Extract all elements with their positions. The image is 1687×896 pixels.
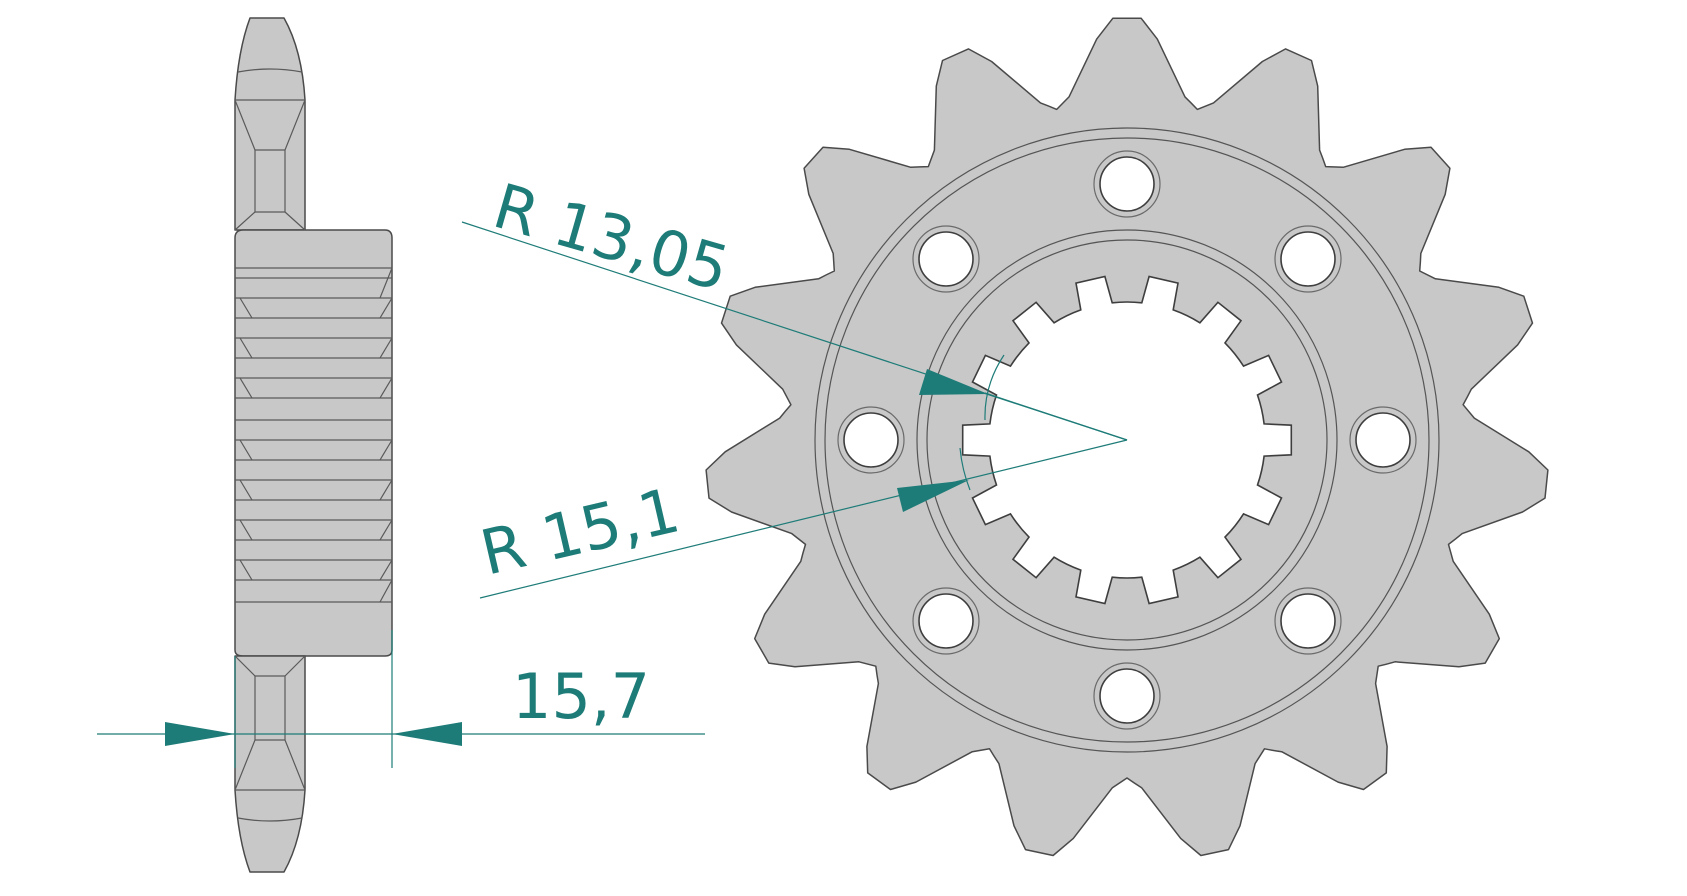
bolt-hole-ring [1274, 225, 1342, 293]
side-view-hub [234, 229, 393, 657]
outer-radius-label: R 15,1 [474, 473, 686, 589]
bolt-hole [1280, 231, 1336, 287]
width-label: 15,7 [512, 660, 650, 733]
bolt-hole [1280, 593, 1336, 649]
bolt-hole [843, 412, 899, 468]
inner-radius-label: R 13,05 [486, 169, 737, 305]
bolt-hole-ring [912, 225, 980, 293]
bolt-hole-ring [1093, 662, 1161, 730]
outer-face-circle [814, 127, 1440, 753]
inner-radius-arc [984, 354, 1005, 421]
bolt-hole [918, 593, 974, 649]
bolt-hole [1355, 412, 1411, 468]
inner-radius-arrow [919, 369, 988, 395]
inner-radius-line [984, 392, 1128, 441]
bolt-hole-ring [1093, 150, 1161, 218]
bolt-hole-ring [912, 587, 980, 655]
bolt-hole-ring [837, 406, 905, 474]
width-dimension: 15,7 [97, 630, 705, 768]
outer-radius-leader [479, 439, 1128, 599]
bolt-hole [1099, 156, 1155, 212]
bolt-hole-ring [1274, 587, 1342, 655]
width-arrow-right [392, 722, 462, 746]
bolt-hole-ring [1349, 406, 1417, 474]
outer-radius-arc [959, 447, 971, 491]
sprocket-side-view [234, 17, 393, 873]
outer-radius-arrow [897, 480, 969, 512]
sprocket-front-view [705, 17, 1549, 857]
bolt-hole [918, 231, 974, 287]
side-view-upper-tooth [234, 17, 306, 231]
hub-face-circle [916, 229, 1338, 651]
bolt-hole [1099, 668, 1155, 724]
width-arrow-left [165, 722, 235, 746]
side-view-lower-tooth [234, 655, 306, 873]
outer-face-circle-inner [824, 137, 1430, 743]
hub-face-circle-inner [926, 239, 1328, 641]
